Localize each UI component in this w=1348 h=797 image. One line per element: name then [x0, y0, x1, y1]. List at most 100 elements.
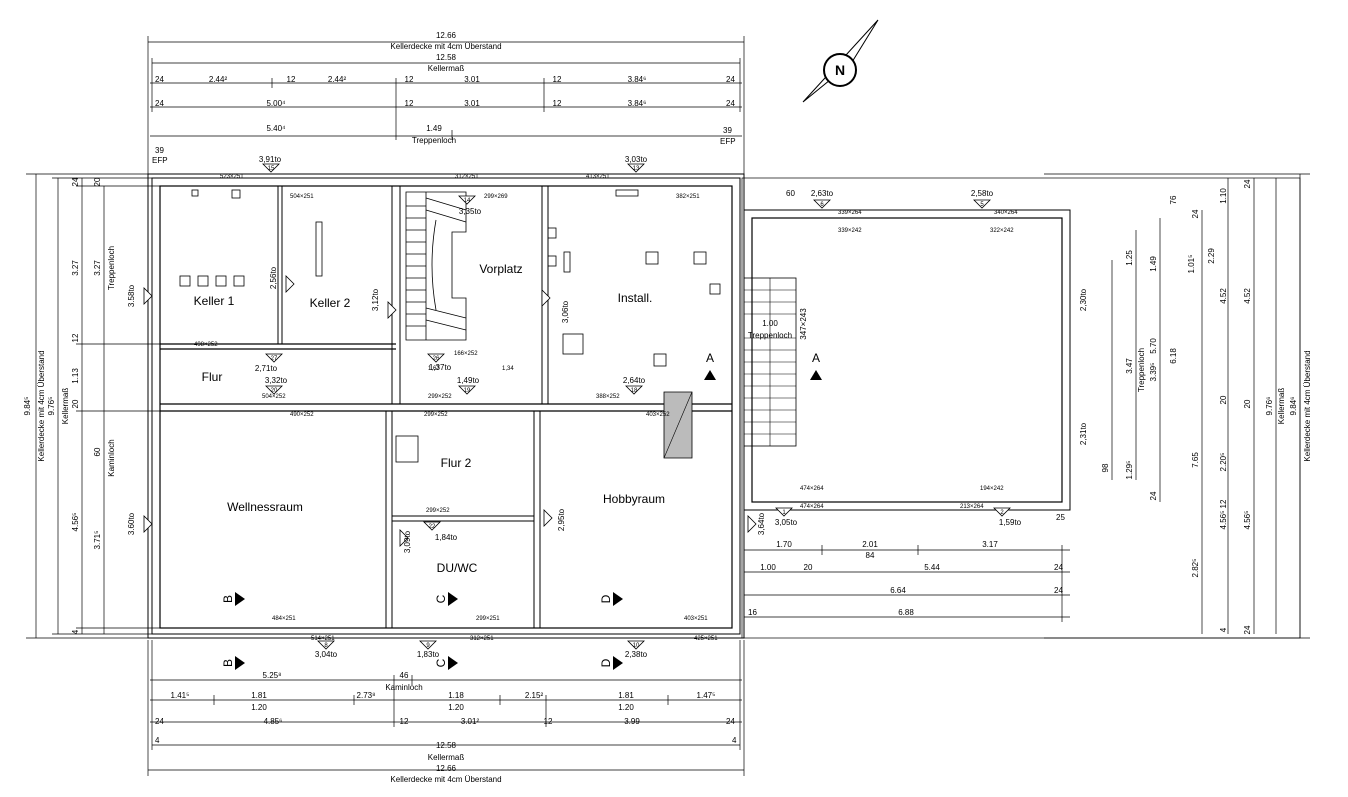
right-c1-4b: 20 — [1219, 395, 1228, 404]
section-a-left: A — [706, 351, 714, 365]
annex-marker-2: 2 — [1000, 510, 1004, 516]
annex-marker-3-level: 2,31to — [1079, 422, 1088, 445]
top-r4-1: 5.00⁴ — [266, 99, 286, 108]
marker-26: 26 — [433, 356, 440, 362]
annex-marker-4-level: 2,30to — [1079, 288, 1088, 311]
bottom-b3-4: 12 — [544, 717, 553, 726]
bottom-b1-label: Kaminloch — [385, 683, 422, 692]
opening-498: 498×252 — [194, 342, 218, 348]
top-r5-a: 5.40⁴ — [266, 124, 286, 133]
top-r3-3: 2.44² — [328, 75, 347, 84]
left-c1-5: 60 — [93, 447, 102, 456]
top-r3-2: 12 — [287, 75, 296, 84]
annex-339-242: 339×242 — [838, 228, 862, 234]
top-r4-0: 24 — [155, 99, 164, 108]
marker-14: 14 — [464, 198, 471, 204]
marker-19-level: 1,49to — [457, 376, 480, 385]
room-install: Install. — [618, 291, 653, 305]
marker-13: 13 — [633, 166, 640, 172]
top-dim-label-kellermass: Kellermaß — [428, 64, 465, 73]
marker-25-level: 2,95to — [557, 508, 566, 531]
top-efp-right: EFP — [720, 137, 736, 146]
right-c3-9: 1.29⁵ — [1125, 461, 1134, 480]
bottom-b2-sub-2: 1.20 — [618, 703, 634, 712]
right-c2-1: 76 — [1169, 195, 1178, 204]
opening-299-269: 299×269 — [484, 194, 508, 200]
opening-382: 382×251 — [676, 194, 700, 200]
top-dim-12-58: 12.58 — [436, 53, 457, 62]
opening-504-252: 504×252 — [262, 394, 286, 400]
right-c1-4: 20 — [1243, 399, 1252, 408]
annex-row1-1: 2.01 — [862, 540, 878, 549]
annex-stair-treppenloch: Treppenloch — [748, 331, 792, 340]
left-c1-3: 1.13 — [71, 368, 80, 384]
marker-15-level: 3,91to — [259, 155, 282, 164]
section-b-bottom: B — [221, 659, 235, 667]
room-keller-2: Keller 2 — [310, 296, 351, 310]
bottom-b4-label: Kellermaß — [428, 753, 465, 762]
annex-marker-2-level: 1,59to — [999, 518, 1022, 527]
opening-403: 403×252 — [646, 412, 670, 418]
annex-row2-2: 5.44 — [924, 563, 940, 572]
marker-27: 27 — [271, 356, 278, 362]
annex-stair-347: 347×243 — [799, 308, 808, 340]
top-r4-5: 3.84⁶ — [628, 99, 647, 108]
top-39-right: 39 — [723, 126, 732, 135]
right-c1-5: 2.20⁵ — [1219, 453, 1228, 472]
top-r4-3: 3.01 — [464, 99, 480, 108]
marker-left-2-level: 3.60to — [127, 512, 136, 535]
bottom-b2-sub-0: 1.20 — [251, 703, 267, 712]
top-r5-label: Treppenloch — [412, 136, 456, 145]
marker-10-level: 2,38to — [625, 650, 648, 659]
annex-row3-1: 24 — [1054, 586, 1063, 595]
left-outer-b: 9.76⁵ — [47, 397, 56, 416]
fixtures — [179, 189, 721, 463]
annex-bottom-dims — [744, 545, 1070, 622]
bottom-b2-4: 2.15² — [525, 691, 544, 700]
annex-340-264: 340×264 — [994, 210, 1018, 216]
opening-312: 312×251 — [455, 174, 479, 180]
marker-27-level: 2,71to — [255, 364, 278, 373]
right-c3-7: 5.70 — [1149, 338, 1158, 354]
room-du-wc: DU/WC — [437, 561, 478, 575]
room-hobbyraum: Hobbyraum — [603, 492, 665, 506]
bottom-b3-6: 24 — [726, 717, 735, 726]
right-outer-b-label: Kellermaß — [1277, 388, 1286, 425]
annex-339-264: 339×264 — [838, 210, 862, 216]
annex-row2-3: 24 — [1054, 563, 1063, 572]
room-flur: Flur — [202, 370, 223, 384]
marker-9: 9 — [426, 643, 430, 649]
right-c3-0: 1.01⁵ — [1187, 255, 1196, 274]
top-r5-b: 1.49 — [426, 124, 442, 133]
section-markers — [235, 370, 822, 670]
top-r3-7: 3.84⁶ — [628, 75, 647, 84]
bottom-b5-label: Kellerdecke mit 4cm Überstand — [390, 775, 501, 784]
top-r3-8: 24 — [726, 75, 735, 84]
opening-523: 523×251 — [220, 174, 244, 180]
opening-299-c: 299×252 — [426, 508, 450, 514]
bottom-b2-1: 1.81 — [251, 691, 267, 700]
left-c1-6: 4.56⁵ — [71, 513, 80, 532]
bottom-b4-total: 12.58 — [436, 741, 457, 750]
marker-8-level: 3,04to — [315, 650, 338, 659]
right-dimensions — [1044, 173, 1310, 639]
opening-1-67: 1,67 — [428, 366, 440, 372]
annex-474-264-b: 474×264 — [800, 504, 824, 510]
level-markers — [143, 163, 757, 650]
marker-23-level: 3,12to — [371, 288, 380, 311]
left-outer-a-label: Kellerdecke mit 4cm Überstand — [37, 350, 46, 461]
annex-marker-1: 1 — [782, 510, 786, 516]
annex-row3-0: 6.64 — [890, 586, 906, 595]
opening-413: 413×251 — [586, 174, 610, 180]
right-c4-0: 2.82⁵ — [1191, 559, 1200, 578]
room-keller-1: Keller 1 — [194, 294, 235, 308]
top-r4-6: 24 — [726, 99, 735, 108]
right-c3-6: Treppenloch — [1137, 348, 1146, 392]
top-r4-4: 12 — [553, 99, 562, 108]
marker-8: 8 — [324, 643, 328, 649]
opening-514: 514×251 — [311, 636, 335, 642]
right-c1-7b: 4.56⁵ — [1219, 511, 1228, 530]
annex-row1-0: 1.70 — [776, 540, 792, 549]
room-flur-2: Flur 2 — [441, 456, 472, 470]
opening-425: 425×251 — [694, 636, 718, 642]
